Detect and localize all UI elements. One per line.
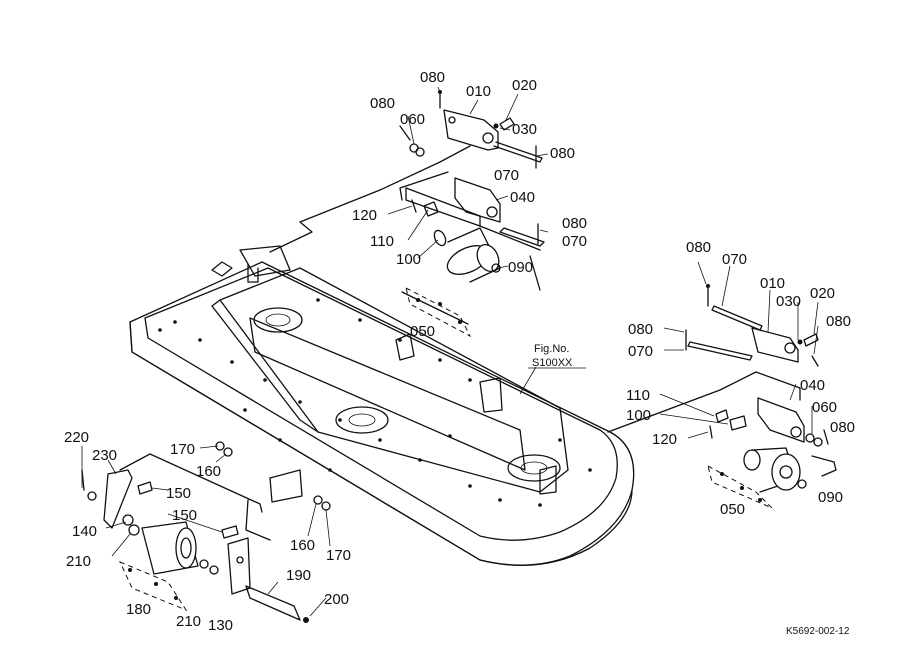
figure-ref-label: Fig.No. — [534, 343, 569, 355]
part-label: 020 — [810, 285, 835, 302]
part-label: 010 — [466, 83, 491, 100]
part-label: 140 — [72, 523, 97, 540]
part-label: 100 — [626, 407, 651, 424]
part-label: 080 — [562, 215, 587, 232]
mower-deck — [129, 245, 635, 567]
part-label: 160 — [290, 537, 315, 554]
part-label: 060 — [812, 399, 837, 416]
part-label: 150 — [166, 485, 191, 502]
part-label: 210 — [176, 613, 201, 630]
figure-ref-number: S100XX — [532, 357, 573, 369]
part-labels: 080 010 020 030 080 060 080 070 040 080 … — [64, 69, 855, 637]
part-label: 050 — [410, 323, 435, 340]
part-label: 080 — [370, 95, 395, 112]
part-label: 080 — [826, 313, 851, 330]
part-label: 070 — [628, 343, 653, 360]
part-label: 040 — [800, 377, 825, 394]
part-label: 070 — [494, 167, 519, 184]
part-label: 080 — [628, 321, 653, 338]
part-label: 020 — [512, 77, 537, 94]
part-label: 100 — [396, 251, 421, 268]
part-label: 170 — [326, 547, 351, 564]
upper-idler-assembly — [269, 90, 545, 338]
part-label: 180 — [126, 601, 151, 618]
part-label: 090 — [508, 259, 533, 276]
part-label: 080 — [550, 145, 575, 162]
part-label: 170 — [170, 441, 195, 458]
part-label: 080 — [686, 239, 711, 256]
part-label: 210 — [66, 553, 91, 570]
part-label: 110 — [370, 233, 394, 250]
part-label: 030 — [512, 121, 537, 138]
part-label: 160 — [196, 463, 221, 480]
part-label: 060 — [400, 111, 425, 128]
part-label: 120 — [652, 431, 677, 448]
part-label: 050 — [720, 501, 745, 518]
part-label: 010 — [760, 275, 785, 292]
drawing-code: K5692-002-12 — [786, 626, 850, 637]
part-label: 150 — [172, 507, 197, 524]
part-label: 030 — [776, 293, 801, 310]
leader-lines — [81, 86, 819, 617]
part-label: 230 — [92, 447, 117, 464]
part-label: 080 — [830, 419, 855, 436]
part-label: 130 — [208, 617, 233, 634]
right-idler-assembly — [607, 284, 837, 509]
part-label: 080 — [420, 69, 445, 86]
part-label: 220 — [64, 429, 89, 446]
part-label: 070 — [722, 251, 747, 268]
part-label: 040 — [510, 189, 535, 206]
part-label: 120 — [352, 207, 377, 224]
part-label: 110 — [626, 387, 650, 404]
part-label: 190 — [286, 567, 311, 584]
part-label: 090 — [818, 489, 843, 506]
part-label: 070 — [562, 233, 587, 250]
part-label: 200 — [324, 591, 349, 608]
